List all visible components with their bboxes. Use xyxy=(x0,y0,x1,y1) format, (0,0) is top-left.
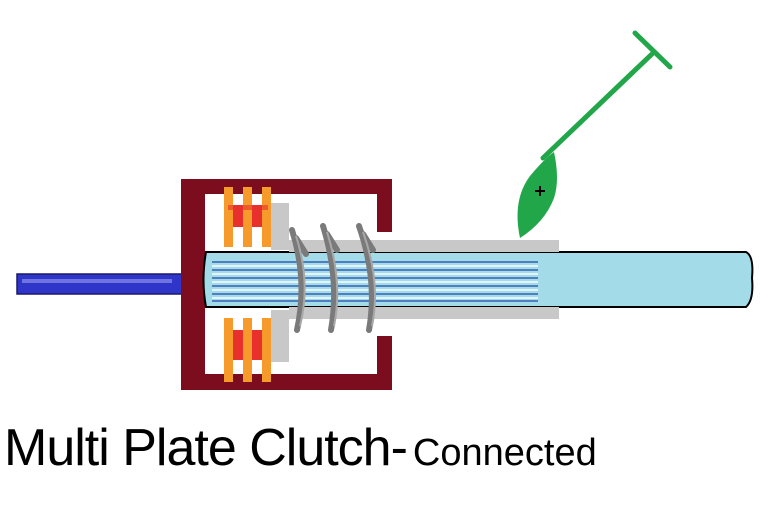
clutch-housing xyxy=(181,179,392,390)
clutch-diagram xyxy=(16,30,754,390)
pivot-point xyxy=(535,186,545,196)
engagement-lever xyxy=(517,30,673,238)
friction-plates-bottom xyxy=(224,318,271,382)
friction-plates-top xyxy=(224,187,271,247)
diagram-caption: Multi Plate Clutch-Connected xyxy=(4,418,597,478)
shaft-splines xyxy=(212,261,538,302)
pressure-plate xyxy=(271,203,559,362)
caption-state: Connected xyxy=(412,432,597,474)
output-shaft xyxy=(202,251,754,308)
spring-highlights xyxy=(295,231,376,327)
input-shaft xyxy=(16,273,184,295)
caption-title: Multi Plate Clutch- xyxy=(4,419,408,477)
